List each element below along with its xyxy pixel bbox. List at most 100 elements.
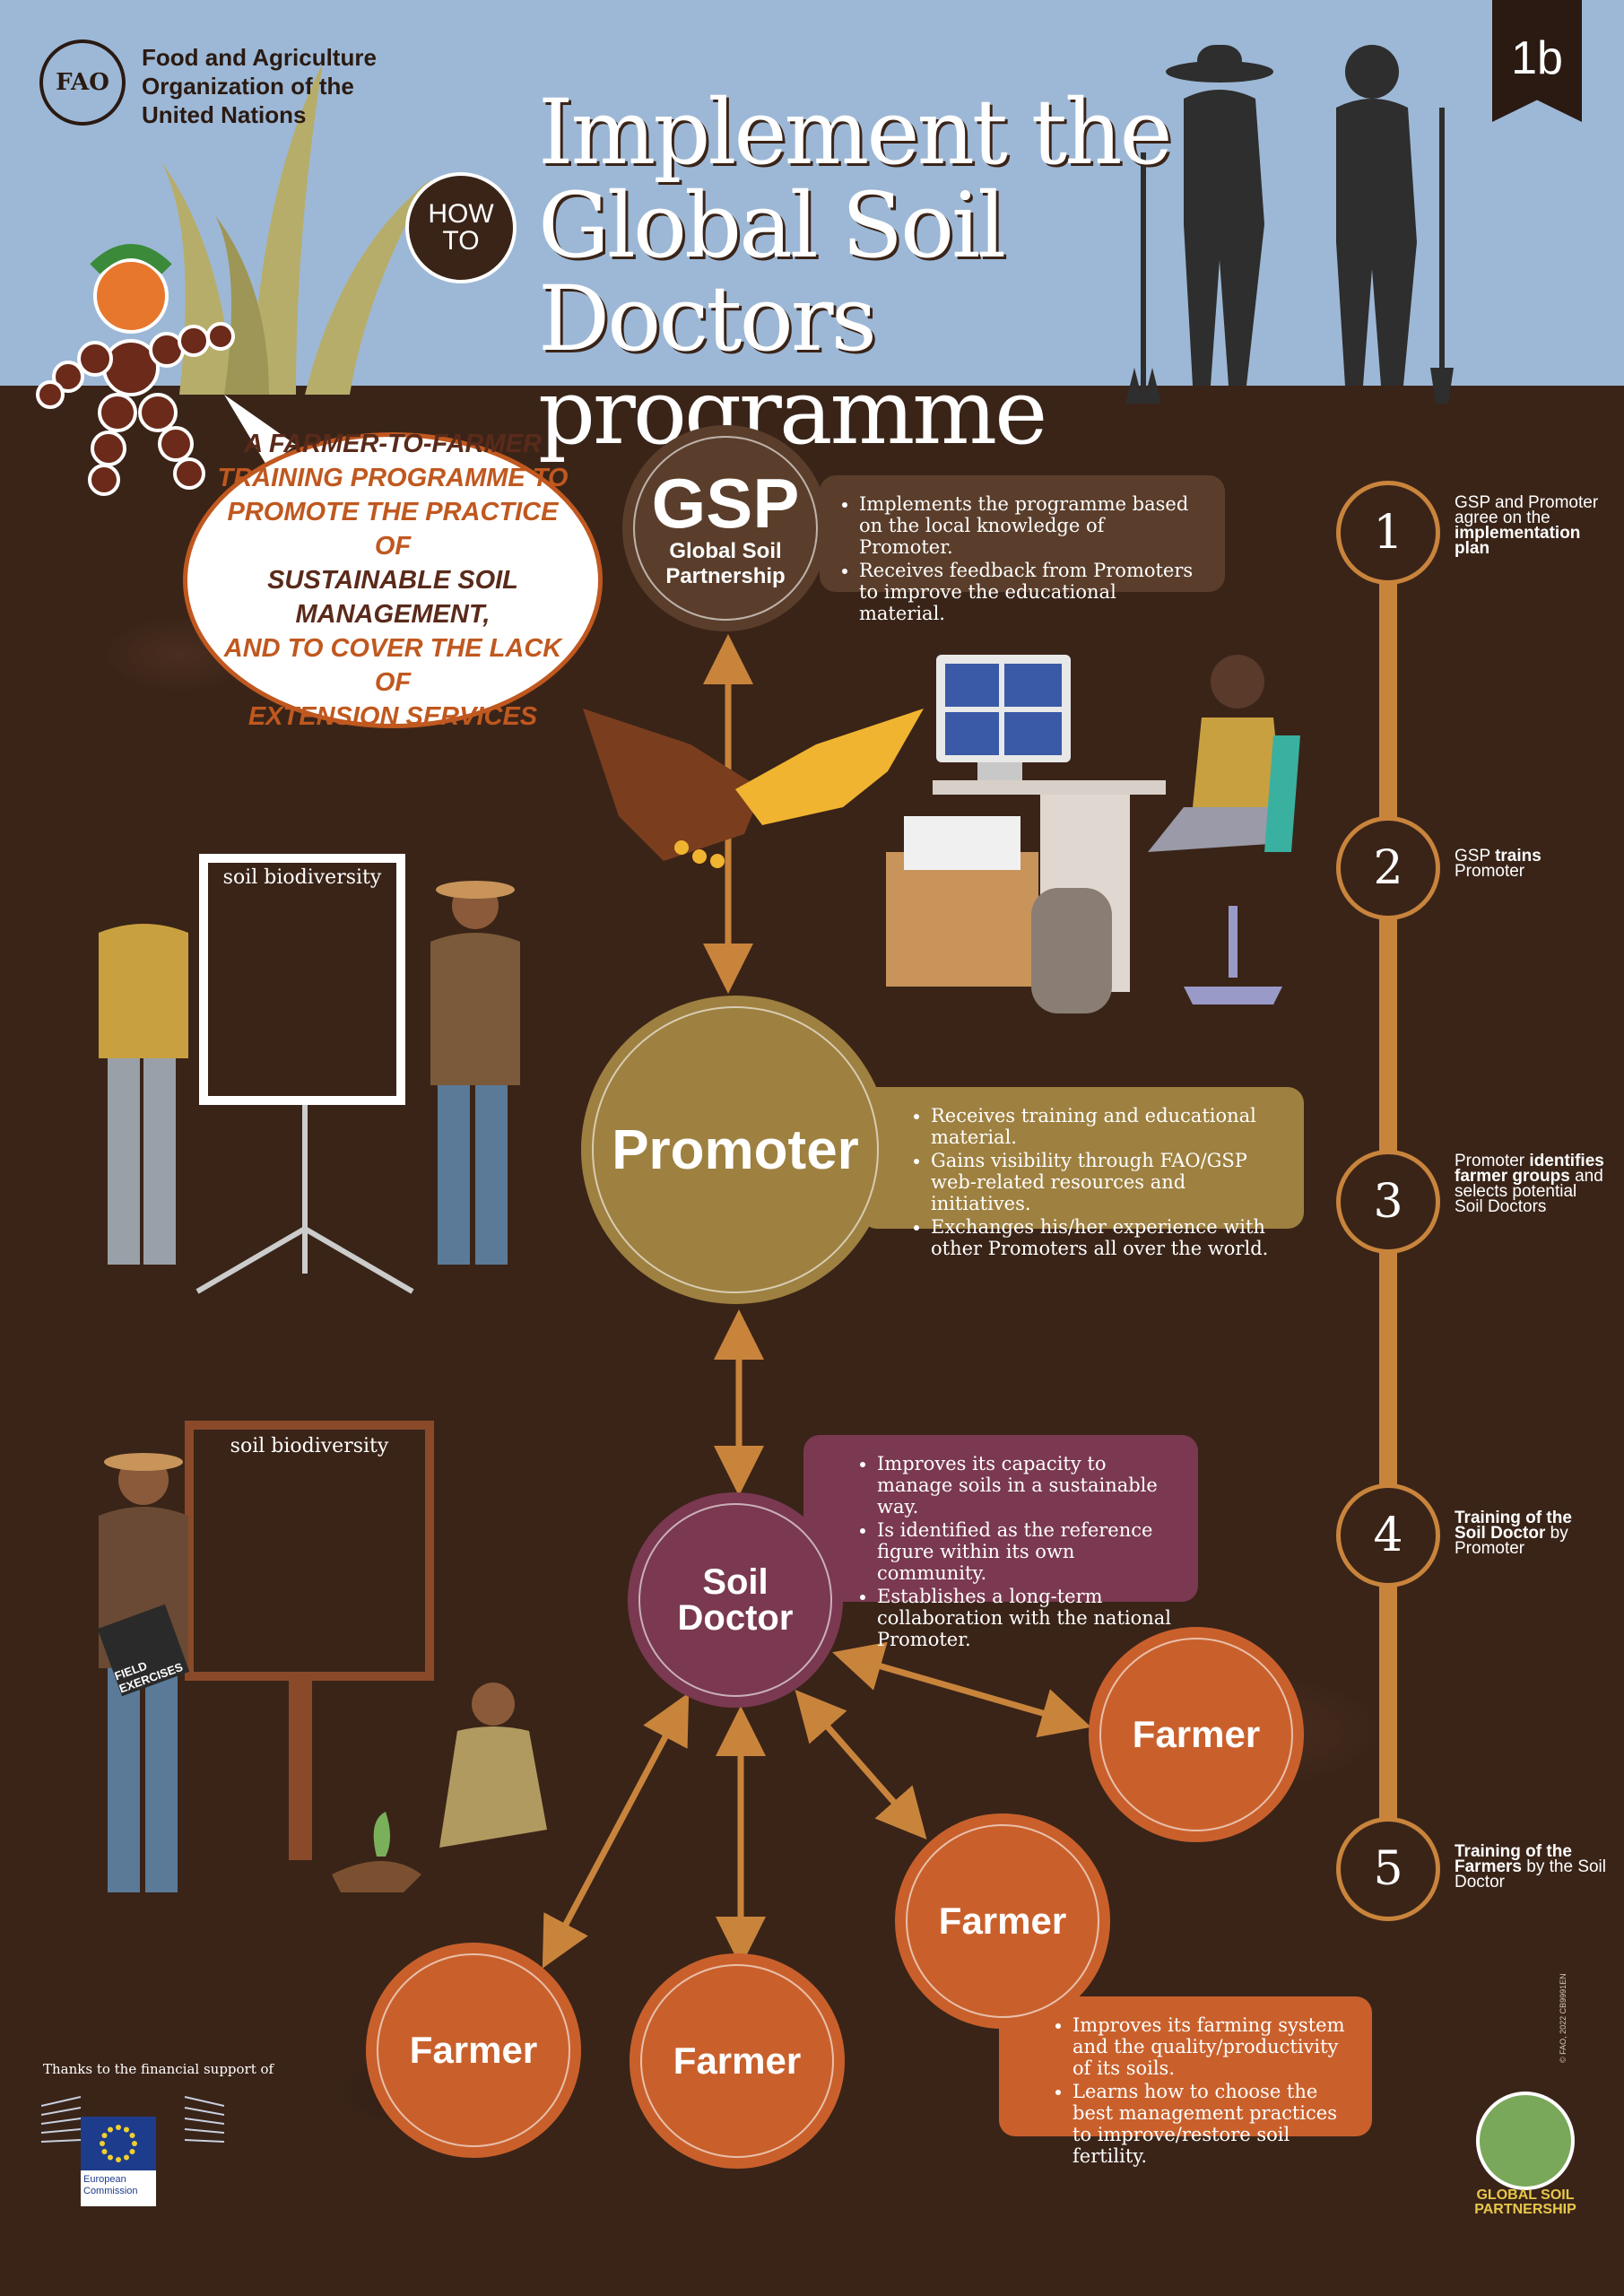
gsp-abbr: GSP (651, 464, 800, 543)
gsp-name-line: Partnership (665, 564, 786, 588)
farmer-node: Farmer (630, 1953, 845, 2169)
info-bullet: Receives training and educational materi… (931, 1105, 1282, 1148)
bubble-line: EXTENSION SERVICES (248, 702, 538, 731)
info-bullet: Is identified as the reference figure wi… (877, 1519, 1177, 1584)
step-4-text: Training of the Soil Doctor by Promoter (1455, 1509, 1607, 1558)
badge-ribbon: 1b (1492, 0, 1582, 122)
step-text-part: and selects potential Soil Doctors (1455, 1167, 1603, 1216)
soil-edge (0, 386, 1624, 430)
step-text-part: GSP (1455, 847, 1496, 865)
gsp-logo-text: GLOBAL SOIL PARTNERSHIP (1458, 2188, 1593, 2217)
info-bullet: Implements the programme based on the lo… (859, 493, 1203, 558)
eu-line: Commission (83, 2186, 138, 2196)
bubble-line: A FARMER-TO-FARMER (244, 430, 542, 458)
eu-line: European (83, 2174, 126, 2185)
step-3-circle: 3 (1336, 1150, 1440, 1254)
title-line: Implement the (538, 80, 1173, 185)
soil-background (0, 386, 1624, 2296)
info-bullet: Receives feedback from Promoters to impr… (859, 560, 1203, 624)
fao-logo-letters: FAO (56, 69, 109, 96)
step-text-bold: Training of the Soil Doctor (1455, 1509, 1572, 1543)
farmer-info-box: Improves its farming system and the qual… (999, 1996, 1372, 2167)
financial-support-text: Thanks to the financial support of (43, 2061, 274, 2077)
european-commission-label: European Commission (81, 2170, 156, 2206)
step-text-bold: Training of the Farmers (1455, 1842, 1572, 1876)
step-1-text: GSP and Promoter agree on the implementa… (1455, 493, 1607, 558)
soil-biodiversity-poster (199, 854, 405, 1105)
step-text-part: GSP and Promoter agree on the (1455, 493, 1599, 527)
how-to-badge: HOW TO (405, 172, 517, 283)
field-training-illustration (97, 1453, 547, 1892)
bubble-line: TRAINING PROGRAMME TO (217, 464, 569, 492)
fao-logo: FAO (39, 39, 126, 126)
field-poster-board (185, 1421, 434, 1681)
promoter-node: Promoter (581, 996, 890, 1304)
page-title: Implement the Global Soil Doctors progra… (538, 86, 1345, 459)
step-text-part: Promoter (1455, 1152, 1530, 1170)
step-4-circle: 4 (1336, 1483, 1440, 1587)
farmer-label: Farmer (938, 1900, 1067, 1942)
step-text-bold: trains (1495, 847, 1541, 865)
step-text-part: by the Soil Doctor (1455, 1857, 1606, 1892)
soil-doctor-label-line: Soil (702, 1562, 769, 1602)
grass-illustration (161, 63, 430, 395)
title-line: programme (538, 360, 1047, 465)
gsp-logo-line: PARTNERSHIP (1474, 2202, 1576, 2217)
farmer-node: Farmer (1089, 1627, 1304, 1842)
gsp-name-line: Global Soil (669, 539, 782, 563)
step-text-part: Promoter (1455, 862, 1525, 881)
eu-building-graphic (41, 2096, 224, 2143)
how-to-line: TO (442, 226, 480, 256)
gsp-logo-line: GLOBAL SOIL (1476, 2187, 1575, 2203)
eu-flag (81, 2117, 156, 2170)
step-text-bold: implementation plan (1455, 524, 1581, 558)
farmer-node: Farmer (366, 1943, 581, 2158)
step-number: 5 (1373, 1842, 1403, 1896)
presenter-illustration (99, 863, 520, 1294)
online-training-illustration (886, 655, 1300, 1013)
step-5-circle: 5 (1336, 1817, 1440, 1921)
info-bullet: Gains visibility through FAO/GSP web-rel… (931, 1150, 1282, 1214)
farmers-silhouette (1125, 45, 1454, 404)
how-to-line: HOW (428, 199, 494, 229)
organization-name: Food and Agriculture Organization of the… (142, 43, 377, 129)
soil-doctor-label-line: Doctor (677, 1598, 794, 1638)
step-1-circle: 1 (1336, 481, 1440, 585)
soil-doctor-node: Soil Doctor (628, 1492, 843, 1708)
bubble-line: SUSTAINABLE SOIL MANAGEMENT, (267, 566, 518, 629)
soil-doctor-info-box: Improves its capacity to manage soils in… (803, 1435, 1198, 1650)
info-bullet: Improves its farming system and the qual… (1073, 2014, 1350, 2079)
org-name-line: Organization of the (142, 73, 354, 100)
bubble-line: AND TO COVER THE LACK OF (223, 634, 562, 697)
org-name-line: United Nations (142, 101, 307, 128)
handshake-illustration (583, 709, 924, 868)
badge-label: 1b (1511, 32, 1563, 84)
gsp-info-box: Implements the programme based on the lo… (820, 475, 1225, 624)
step-number: 1 (1373, 506, 1403, 560)
step-number: 4 (1373, 1509, 1403, 1562)
info-bullet: Exchanges his/her experience with other … (931, 1216, 1282, 1259)
speech-bubble: A FARMER-TO-FARMER TRAINING PROGRAMME TO… (183, 430, 603, 731)
step-2-circle: 2 (1336, 816, 1440, 920)
farmer-label: Farmer (673, 2039, 802, 2082)
info-bullet: Improves its capacity to manage soils in… (877, 1453, 1177, 1518)
copyright-text: © FAO, 2022 CB9991EN (1559, 1973, 1568, 2063)
farmer-label: Farmer (409, 2029, 538, 2071)
soil-doctor-mascot (36, 244, 235, 496)
step-3-text: Promoter identifies farmer groups and se… (1455, 1152, 1607, 1216)
step-2-text: GSP trains Promoter (1455, 847, 1607, 881)
step-text-bold: identifies farmer groups (1455, 1152, 1604, 1186)
title-line: Global Soil Doctors (538, 173, 1006, 371)
step-text-part: by Promoter (1455, 1524, 1568, 1558)
step-5-text: Training of the Farmers by the Soil Doct… (1455, 1842, 1607, 1892)
poster-title: soil biodiversity (222, 866, 382, 889)
farmer-node: Farmer (895, 1813, 1110, 2029)
promoter-info-box: Receives training and educational materi… (861, 1087, 1304, 1259)
gsp-logo (1476, 2092, 1575, 2190)
gsp-node: GSP Global Soil Partnership (622, 425, 829, 631)
field-poster-title: soil biodiversity (230, 1435, 389, 1457)
farmer-label: Farmer (1132, 1713, 1261, 1755)
promoter-label: Promoter (612, 1118, 859, 1181)
info-bullet: Learns how to choose the best management… (1073, 2081, 1350, 2167)
step-number: 2 (1373, 841, 1403, 895)
